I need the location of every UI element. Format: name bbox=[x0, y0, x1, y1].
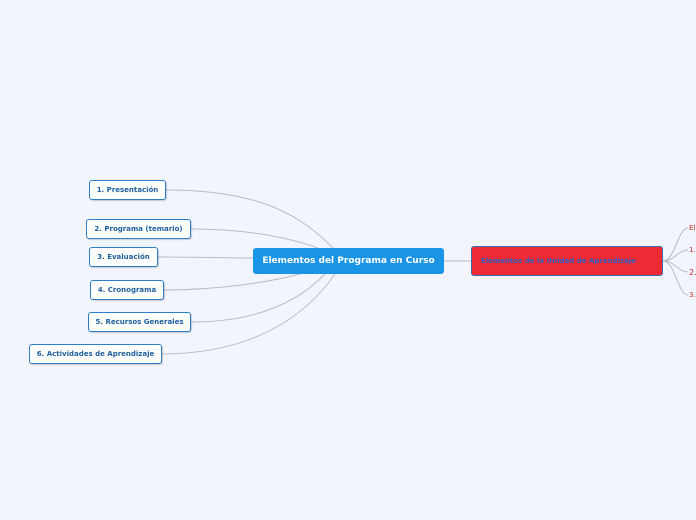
connector-presentacion bbox=[165, 189, 334, 249]
branch-presentacion[interactable]: 1. Presentación bbox=[89, 180, 166, 200]
connector-sub-3 bbox=[662, 260, 689, 296]
connector-cronograma bbox=[162, 273, 301, 291]
subtopic-3[interactable]: 3. bbox=[689, 291, 696, 299]
branch-actividades[interactable]: 6. Actividades de Aprendizaje bbox=[29, 344, 162, 364]
branch-programa[interactable]: 2. Programa (temario) bbox=[86, 219, 191, 239]
subtopic-el[interactable]: El bbox=[689, 224, 696, 232]
connector-programa bbox=[189, 228, 319, 249]
branch-recursos[interactable]: 5. Recursos Generales bbox=[88, 312, 191, 332]
topic-unidad-aprendizaje[interactable]: Elementos de la Unidad de Aprendizaje bbox=[471, 246, 663, 276]
connector-sub-1 bbox=[662, 249, 689, 262]
branch-evaluacion[interactable]: 3. Evaluación bbox=[89, 247, 158, 267]
central-topic[interactable]: Elementos del Programa en Curso bbox=[253, 248, 444, 274]
subtopic-2[interactable]: 2. bbox=[689, 268, 696, 277]
connector-actividades bbox=[160, 273, 336, 355]
connector-recursos bbox=[190, 273, 326, 323]
connector-sub-el bbox=[662, 227, 689, 262]
subtopic-1[interactable]: 1. bbox=[689, 246, 696, 254]
branch-cronograma[interactable]: 4. Cronograma bbox=[90, 280, 164, 300]
connector-evaluacion bbox=[156, 256, 254, 259]
